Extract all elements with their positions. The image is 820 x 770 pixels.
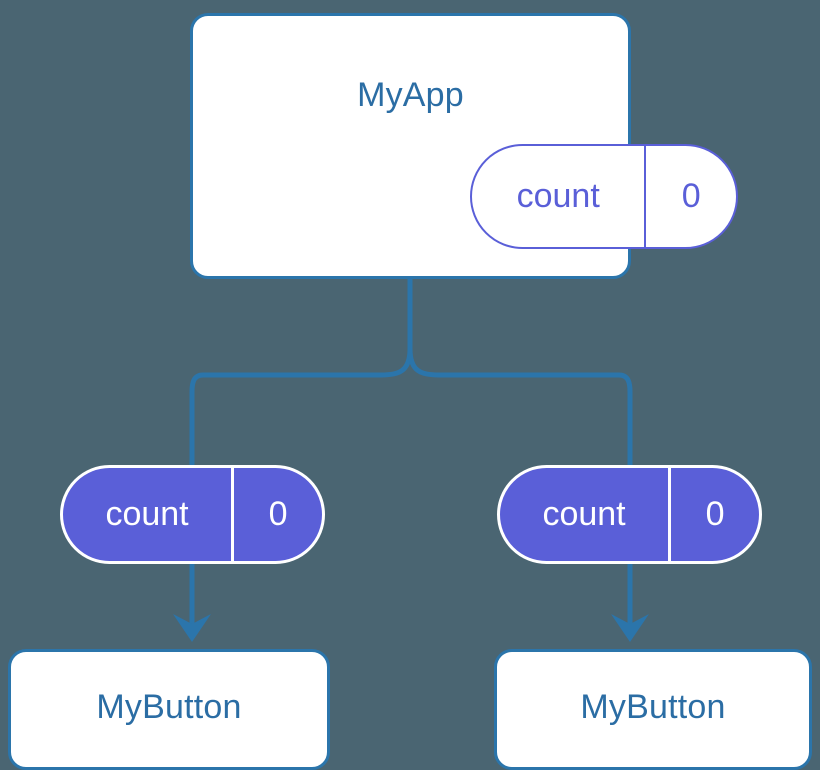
props-pill-left[interactable]: count 0: [60, 465, 325, 564]
component-mybutton-left[interactable]: MyButton: [8, 649, 330, 770]
arrow-head-right-icon: [611, 614, 649, 642]
state-pill-myapp-key: count: [516, 177, 600, 215]
component-myapp-label: MyApp: [357, 76, 464, 114]
connector-branch-right: [407, 348, 633, 465]
component-myapp[interactable]: MyApp count 0: [190, 13, 738, 279]
state-pill-myapp-value: 0: [644, 146, 736, 247]
state-pill-myapp-count[interactable]: count 0: [470, 144, 738, 249]
component-mybutton-left-label: MyButton: [96, 688, 242, 726]
props-pill-left-value: 0: [231, 468, 322, 561]
connector-branch-left: [189, 348, 413, 465]
component-mybutton-right[interactable]: MyButton: [494, 649, 812, 770]
arrow-head-left-icon: [173, 614, 211, 642]
props-pill-right[interactable]: count 0: [497, 465, 762, 564]
component-mybutton-right-label: MyButton: [580, 688, 726, 726]
props-pill-right-value: 0: [668, 468, 759, 561]
props-pill-right-key: count: [542, 495, 626, 533]
props-pill-left-key: count: [105, 495, 189, 533]
